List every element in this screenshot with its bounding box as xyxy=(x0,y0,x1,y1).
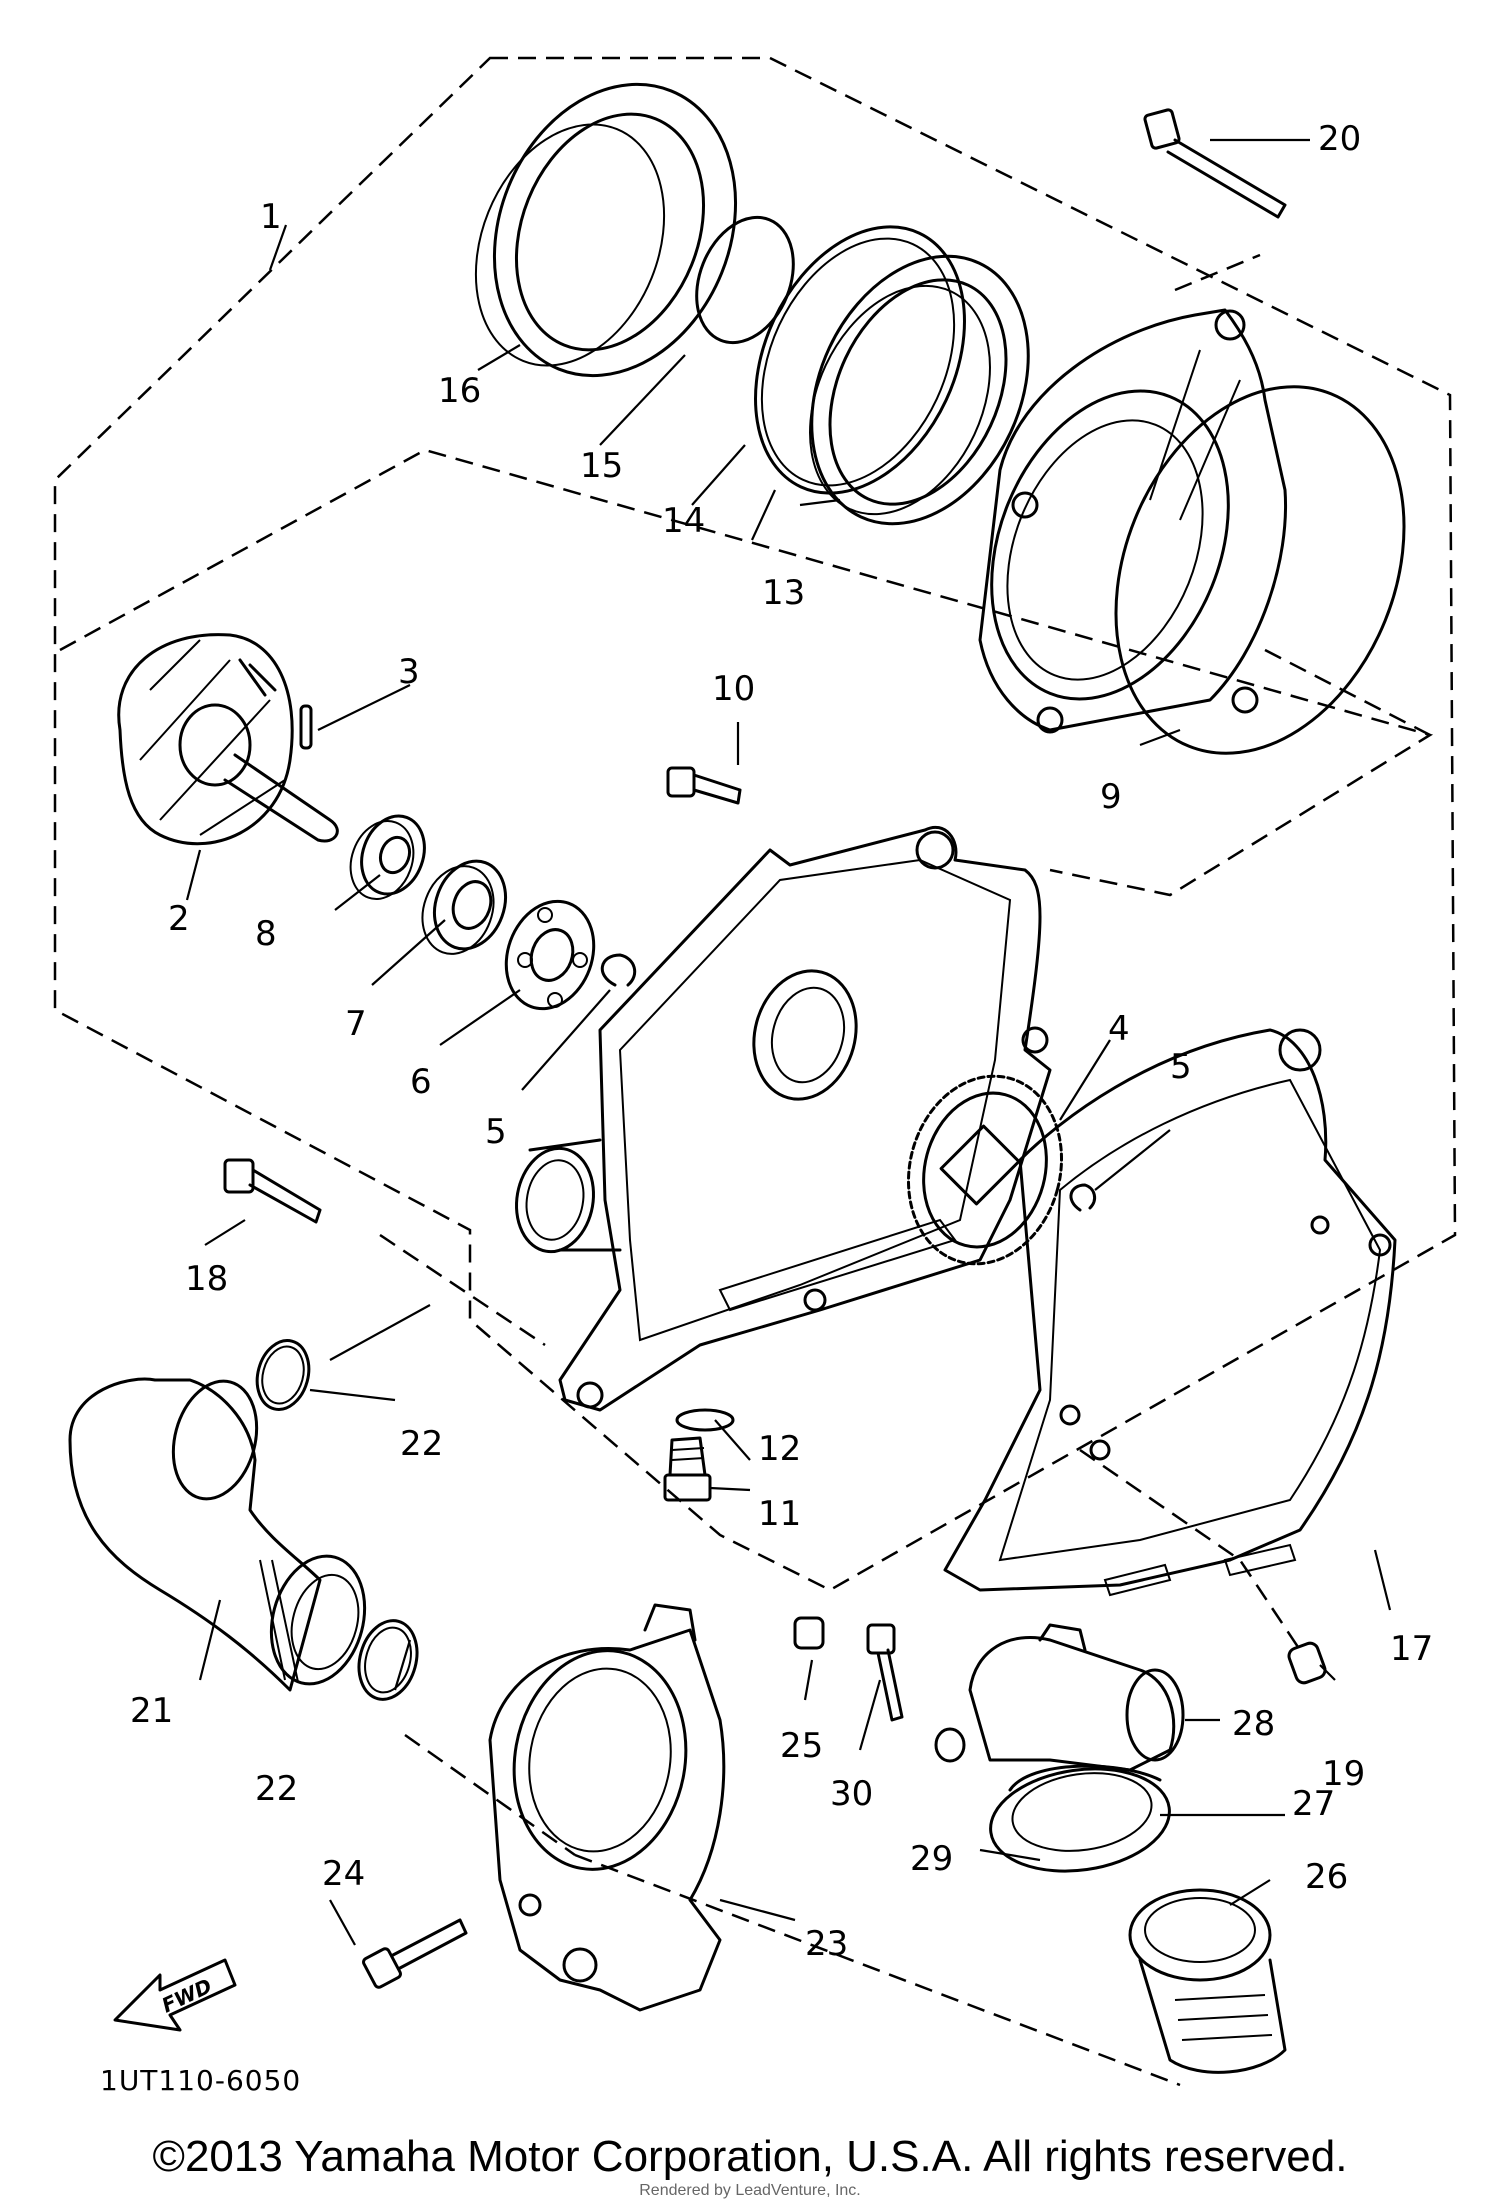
callout-20: 20 xyxy=(1318,119,1361,159)
callout-15: 15 xyxy=(580,446,623,486)
circlip-5a xyxy=(601,953,637,987)
o-ring-22b xyxy=(357,1619,419,1701)
rendered-by-stamp: Rendered by LeadVenture, Inc. xyxy=(639,2182,861,2199)
gasket-17 xyxy=(943,1028,1397,1597)
callout-9: 9 xyxy=(1100,777,1122,817)
housing-outlet xyxy=(515,1138,622,1254)
callout-1: 1 xyxy=(260,197,282,237)
callout-21: 21 xyxy=(130,1691,173,1731)
plug-19 xyxy=(1287,1641,1327,1685)
callout-22b: 22 xyxy=(255,1769,298,1809)
bearing-7 xyxy=(421,859,507,955)
ring-13 xyxy=(809,254,1030,526)
callout-labels: 1 16 15 14 13 20 9 10 3 2 8 7 6 5 4 5 18… xyxy=(100,119,1433,2097)
circlip-5b xyxy=(1069,1183,1097,1212)
callout-8: 8 xyxy=(255,914,277,954)
callout-29: 29 xyxy=(910,1839,953,1879)
bolt-30 xyxy=(866,1623,904,1722)
nut-25 xyxy=(793,1616,825,1650)
bolt-20 xyxy=(1143,108,1287,219)
inner-boundary-2 xyxy=(1174,253,1431,737)
callout-5a: 5 xyxy=(485,1112,507,1152)
callout-14: 14 xyxy=(662,501,705,541)
callout-3: 3 xyxy=(398,652,420,692)
callout-7: 7 xyxy=(345,1004,367,1044)
callout-5b: 5 xyxy=(1170,1047,1192,1087)
o-ring-22a xyxy=(255,1339,311,1411)
pump-cover xyxy=(978,308,1288,734)
fwd-arrow-icon xyxy=(113,1958,237,2032)
thermostat-housing-23 xyxy=(488,1603,726,2012)
o-ring-9 xyxy=(1114,385,1406,755)
diagram-code: 1UT110-6050 xyxy=(100,2064,301,2097)
callout-23: 23 xyxy=(805,1924,848,1964)
elbow-pipe-21 xyxy=(68,1377,367,1692)
callout-22a: 22 xyxy=(400,1424,443,1464)
callout-28: 28 xyxy=(1232,1704,1275,1744)
thermostat-cover-28 xyxy=(934,1623,1185,1772)
copyright-notice: ©2013 Yamaha Motor Corporation, U.S.A. A… xyxy=(152,2132,1348,2181)
leader-lines xyxy=(185,138,1392,2087)
callout-4: 4 xyxy=(1108,1009,1130,1049)
gasket-29 xyxy=(1008,1764,1162,1792)
callout-12: 12 xyxy=(758,1429,801,1469)
assembly-boundary-1 xyxy=(53,56,1457,1592)
callout-19: 19 xyxy=(1322,1754,1365,1794)
bearing-6 xyxy=(504,899,596,1011)
pump-housing-4 xyxy=(558,825,1052,1412)
o-ring-27 xyxy=(989,1767,1171,1873)
callout-24: 24 xyxy=(322,1854,365,1894)
impeller-2 xyxy=(117,633,339,846)
drain-bolt-11 xyxy=(663,1436,712,1502)
seal-ring-16 xyxy=(474,82,738,378)
thermostat-26 xyxy=(1128,1888,1287,2074)
callout-13: 13 xyxy=(762,573,805,613)
callout-16: 16 xyxy=(438,371,481,411)
bolt-18 xyxy=(223,1158,322,1224)
callout-30: 30 xyxy=(830,1774,873,1814)
callout-17: 17 xyxy=(1390,1629,1433,1669)
callout-25: 25 xyxy=(780,1726,823,1766)
callout-27: 27 xyxy=(1292,1784,1335,1824)
drive-gear xyxy=(906,1074,1064,1266)
fwd-label: FWD xyxy=(158,1974,216,2018)
callout-2: 2 xyxy=(168,899,190,939)
seal-disc-15 xyxy=(695,215,795,345)
callout-11: 11 xyxy=(758,1494,801,1534)
bolt-10 xyxy=(666,766,742,805)
bolt-24 xyxy=(362,1918,468,1989)
washer-12 xyxy=(675,1408,735,1432)
callout-18: 18 xyxy=(185,1259,228,1299)
oil-seal-8 xyxy=(349,814,426,900)
pin-3 xyxy=(299,704,313,750)
callout-26: 26 xyxy=(1305,1857,1348,1897)
o-ring-14 xyxy=(754,225,966,495)
callout-6: 6 xyxy=(410,1062,432,1102)
callout-10: 10 xyxy=(712,669,755,709)
